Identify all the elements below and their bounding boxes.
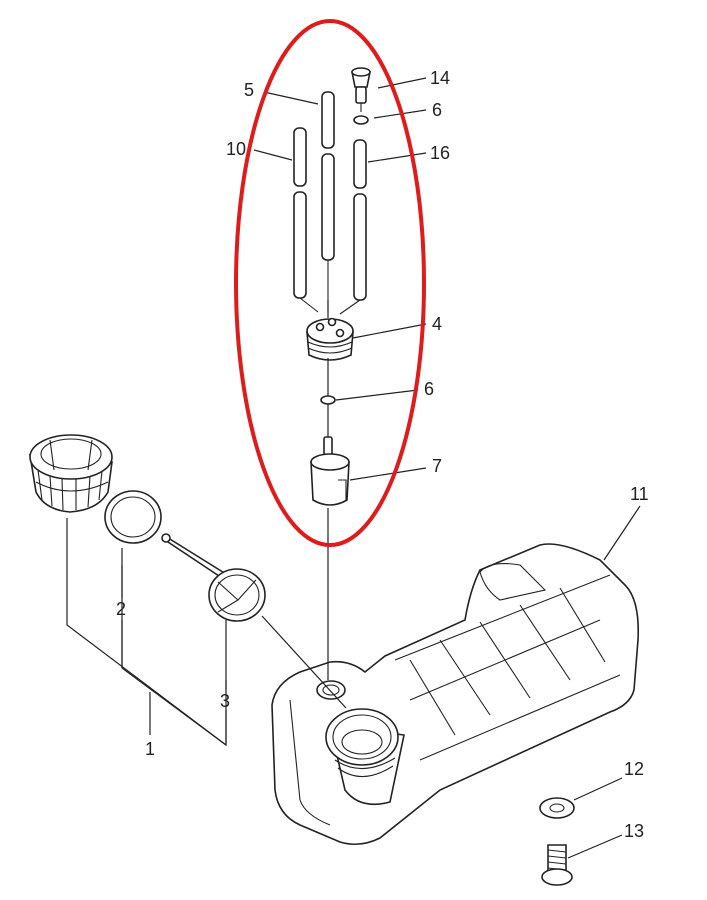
gasket-ring[interactable] [104, 490, 162, 544]
part-label-13: 13 [624, 821, 644, 841]
highlight-ellipse [234, 19, 426, 547]
part-label-3: 3 [220, 691, 230, 711]
part-label-4: 4 [432, 314, 442, 334]
grommet[interactable] [306, 317, 354, 361]
fuel-strainer[interactable] [161, 533, 266, 622]
part-label-14: 14 [430, 68, 450, 88]
fuel-filter[interactable] [310, 436, 350, 506]
part-label-11: 11 [630, 484, 649, 504]
washer[interactable] [539, 797, 575, 819]
fuel-tube-16[interactable] [353, 139, 367, 301]
part-label-6-upper: 6 [432, 100, 442, 120]
part-label-10: 10 [226, 139, 246, 159]
part-label-5: 5 [244, 80, 254, 100]
part-label-16: 16 [430, 143, 450, 163]
part-label-7: 7 [432, 456, 442, 476]
part-label-12: 12 [624, 759, 644, 779]
filler-cap[interactable] [29, 434, 113, 513]
part-label-1: 1 [145, 739, 155, 759]
breather-vent[interactable] [351, 67, 371, 112]
part-label-2: 2 [116, 599, 126, 619]
o-ring-lower[interactable] [320, 395, 336, 405]
fuel-tube-5[interactable] [321, 91, 335, 261]
part-label-6-lower: 6 [424, 379, 434, 399]
bolt[interactable] [541, 844, 573, 886]
fuel-tank[interactable] [271, 543, 640, 846]
o-ring-upper[interactable] [353, 115, 369, 125]
fuel-tube-10[interactable] [293, 127, 307, 299]
